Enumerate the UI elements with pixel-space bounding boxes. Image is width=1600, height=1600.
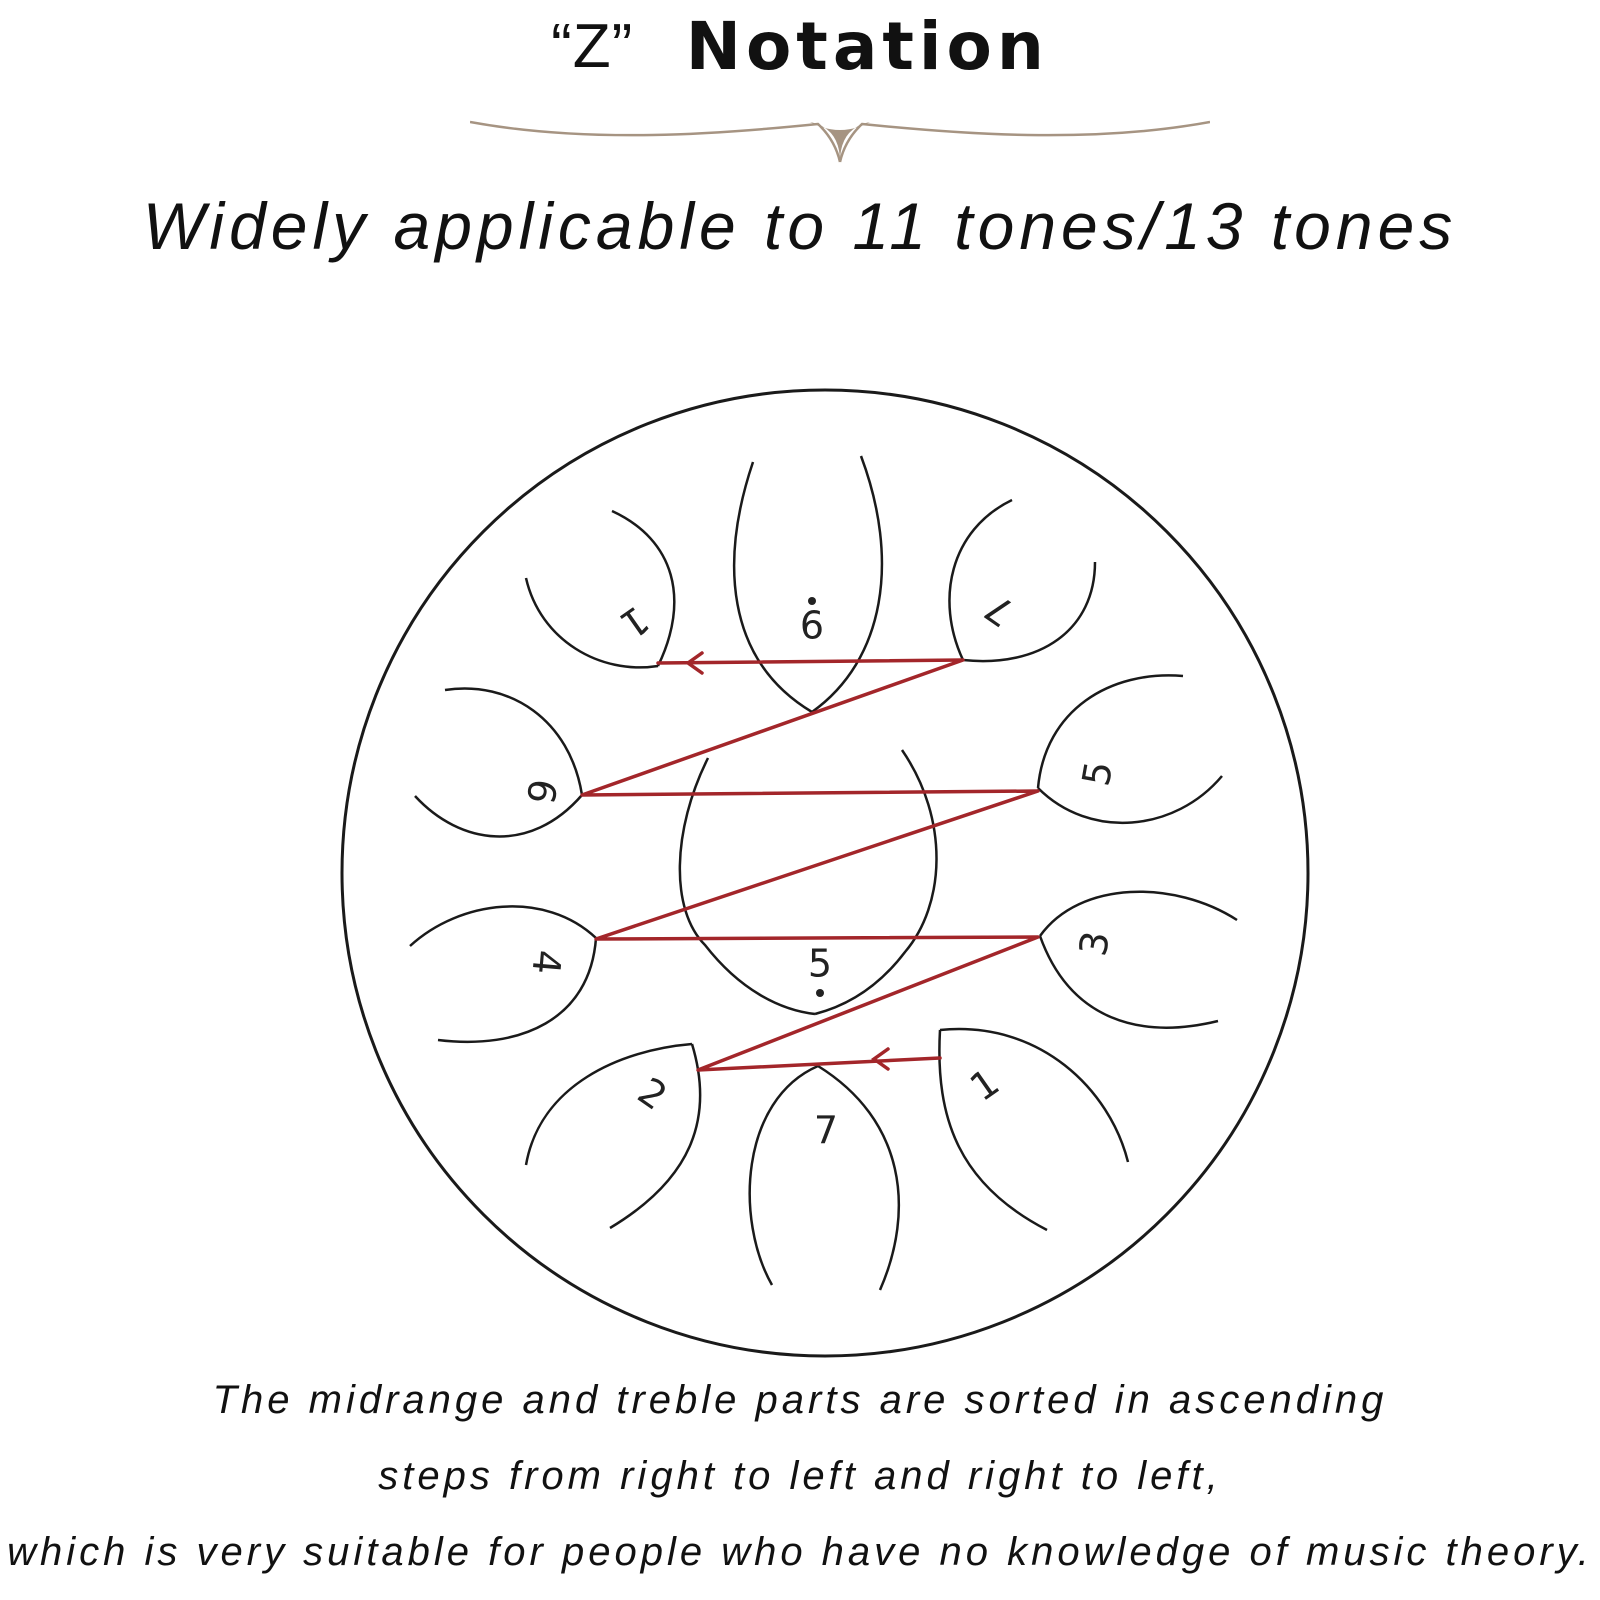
drum-outline [340,388,1310,1358]
note-top-center-dot [808,597,816,605]
caption-line-3: which is very suitable for people who ha… [7,1530,1593,1574]
tongue-bottom-center-right [817,1064,901,1291]
arrow-head-top [684,651,704,675]
tongue-top-right-inner [948,498,1013,661]
tongue-mid-right-bottom [1037,775,1223,825]
tongue-lower-right-top [1038,890,1238,937]
note-bottom-left: 2 [630,1069,675,1119]
title-main: Notation [685,8,1049,85]
note-center: 5 [808,942,832,986]
tongue-lower-right-bottom [1038,935,1219,1029]
caption-line-2: steps from right to left and right to le… [378,1454,1222,1498]
note-bottom-center: 7 [814,1109,838,1153]
tongue-bottom-right-left [938,1029,1048,1232]
note-center-dot [816,989,824,997]
divider-center-point [810,122,870,162]
tongue-bottom-right-top [939,1027,1130,1163]
tongue-bottom-left-lower [609,1043,702,1230]
note-mid-right: 5 [1074,758,1122,789]
tongue-bottom-left-upper [524,1042,693,1166]
ornament-divider [470,120,1210,163]
note-top-right: 7 [977,585,1022,635]
note-lower-right: 3 [1071,928,1119,959]
note-mid-left: 6 [518,776,566,807]
tongue-center-right [814,749,938,1016]
note-top-left: 1 [612,597,657,647]
tongue-top-center-right [811,455,884,714]
title: “Z” Notation [0,8,1600,85]
subtitle: Widely applicable to 11 tones/13 tones [142,189,1458,263]
note-bottom-right: 1 [962,1060,1007,1110]
title-quote: “Z” [551,12,634,81]
tongue-mid-left-top [444,687,584,796]
note-top-center: 6 [800,604,824,648]
tongue-mid-right-top [1036,674,1184,789]
arrow-head-bottom [870,1047,890,1071]
tongue-lower-left-bottom [437,937,598,1044]
tongue-top-left-outer [524,577,659,669]
note-lower-left: 4 [524,948,570,976]
tongue-mid-left-bottom [414,794,583,838]
tongue-center-left [678,757,816,1016]
divider-left-curve [470,120,842,163]
tongue-lower-left-top [409,905,597,947]
tongue-bottom-center-left [748,1064,819,1286]
tongue-top-left-inner [611,509,676,667]
z-path [580,658,1040,1072]
caption-line-1: The midrange and treble parts are sorted… [212,1378,1388,1422]
tongue-top-right-outer [962,561,1097,663]
divider-right-curve [838,120,1210,163]
tongue-top-center-left [733,461,813,714]
